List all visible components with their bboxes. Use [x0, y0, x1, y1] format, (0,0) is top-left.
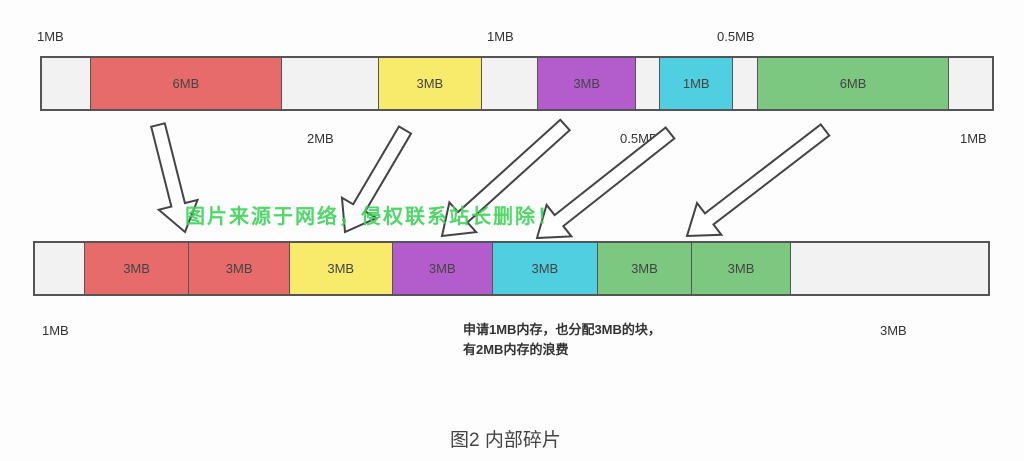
free-space [635, 58, 660, 109]
free-space [789, 243, 989, 294]
block-purple: 3MB [391, 243, 493, 294]
block-label: 1MB [682, 76, 710, 91]
memory-bar-before: 6MB 3MB 3MB 1MB 6MB [40, 56, 994, 111]
block-label: 3MB [531, 261, 559, 276]
label-2mb: 2MB [307, 131, 334, 146]
block-label: 3MB [225, 261, 253, 276]
note-line-1: 申请1MB内存，也分配3MB的块， [463, 322, 661, 337]
watermark: 图片来源于网络，侵权联系站长删除！ [185, 206, 559, 228]
annotation-note: 申请1MB内存，也分配3MB的块， 有2MB内存的浪费 [463, 320, 661, 360]
label-1mb-top-mid: 1MB [487, 29, 514, 44]
free-space [948, 58, 992, 109]
block-label: 6MB [172, 76, 200, 91]
block-green: 3MB [691, 243, 790, 294]
block-label: 3MB [123, 261, 150, 276]
arrow-icon [685, 123, 831, 238]
block-red: 3MB [83, 243, 189, 294]
block-label: 3MB [573, 76, 601, 91]
block-label: 3MB [631, 261, 658, 276]
arrow-icon [149, 122, 200, 234]
block-green: 3MB [596, 243, 692, 294]
block-label: 6MB [839, 76, 867, 91]
block-label: 3MB [327, 261, 355, 276]
label-05mb-top: 0.5MB [717, 29, 755, 44]
label-1mb-bottom: 1MB [42, 323, 69, 338]
block-cyan: 3MB [492, 243, 597, 294]
block-red: 3MB [188, 243, 289, 294]
free-space [35, 243, 84, 294]
arrow-icon [535, 126, 676, 240]
free-space [280, 58, 378, 109]
label-3mb-bottom: 3MB [880, 323, 907, 338]
figure-caption: 图2 内部碎片 [450, 430, 561, 451]
block-cyan: 1MB [659, 58, 733, 109]
block-red: 6MB [89, 58, 281, 109]
block-yellow: 3MB [377, 58, 482, 109]
note-line-2: 有2MB内存的浪费 [463, 342, 569, 357]
label-1mb-right: 1MB [960, 131, 987, 146]
free-space [732, 58, 757, 109]
block-green: 6MB [756, 58, 949, 109]
arrow-icon [440, 118, 572, 238]
block-label: 3MB [416, 76, 444, 91]
block-label: 3MB [727, 261, 755, 276]
block-label: 3MB [428, 261, 456, 276]
memory-bar-after: 3MB 3MB 3MB 3MB 3MB 3MB 3MB [33, 241, 990, 296]
label-1mb-top-left: 1MB [37, 29, 64, 44]
arrow-icon [340, 125, 413, 234]
block-yellow: 3MB [288, 243, 392, 294]
free-space [42, 58, 90, 109]
block-purple: 3MB [536, 58, 636, 109]
free-space [481, 58, 537, 109]
